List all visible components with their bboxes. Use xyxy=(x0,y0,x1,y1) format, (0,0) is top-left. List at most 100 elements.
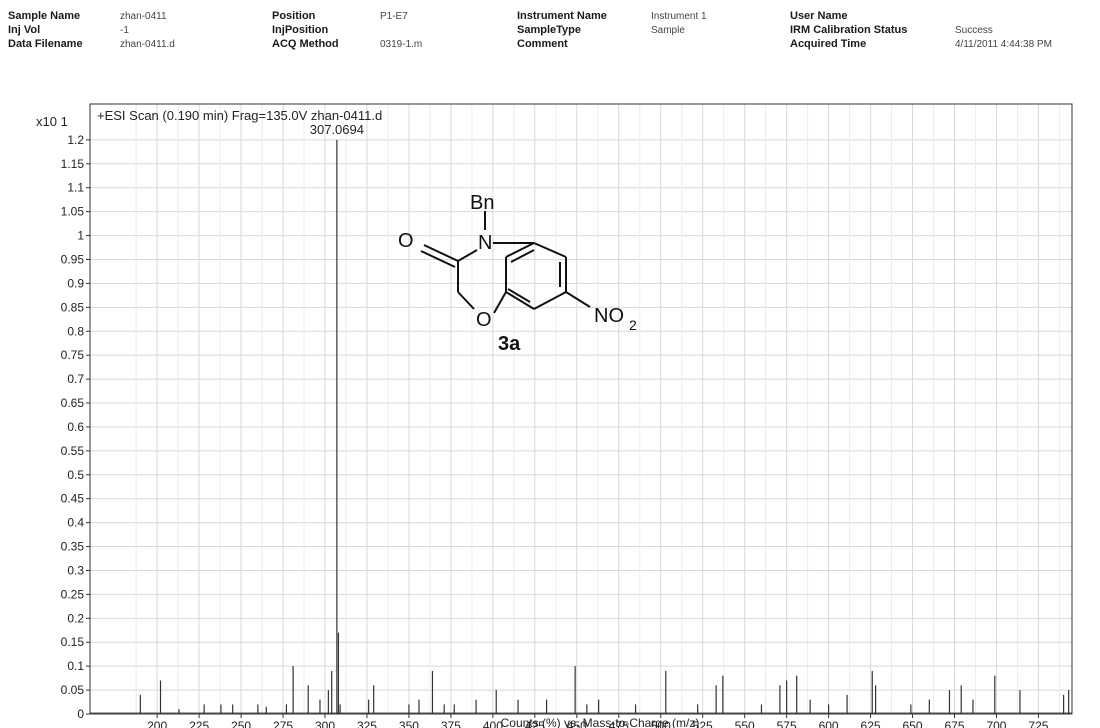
x-tick-label: 725 xyxy=(1028,719,1048,728)
position-value: P1-E7 xyxy=(380,11,408,22)
y-tick-label: 0.1 xyxy=(67,659,84,673)
y-tick-label: 0.2 xyxy=(67,611,84,625)
report-header: Sample Name zhan-0411 Inj Vol -1 Data Fi… xyxy=(0,8,1100,68)
y-tick-label: 0.65 xyxy=(61,396,85,410)
x-tick-label: 675 xyxy=(944,719,964,728)
x-tick-label: 400 xyxy=(483,719,503,728)
y-tick-label: 0.4 xyxy=(67,516,84,530)
sample-name-label: Sample Name xyxy=(8,10,81,22)
y-tick-label: 0.85 xyxy=(61,300,85,314)
acq-method-label: ACQ Method xyxy=(272,38,339,50)
acq-method-value: 0319-1.m xyxy=(380,39,423,50)
bond-ar-3 xyxy=(533,291,567,310)
instrument-name-label: Instrument Name xyxy=(517,10,607,22)
y-tick-label: 0 xyxy=(77,707,84,721)
y-tick-label: 0.7 xyxy=(67,372,84,386)
x-tick-label: 600 xyxy=(819,719,839,728)
n-atom-label: N xyxy=(478,232,492,254)
x-tick-label: 200 xyxy=(147,719,167,728)
sampletype-value: Sample xyxy=(651,25,685,36)
y-tick-label: 1.2 xyxy=(67,133,84,147)
x-axis-label: Counts (%) vs. Mass-to-Charge (m/z) xyxy=(501,716,700,728)
bond-c-o-double xyxy=(423,244,459,262)
no2-label: NO xyxy=(594,305,624,327)
y-tick-label: 1.1 xyxy=(67,181,84,195)
x-tick-label: 425 xyxy=(525,719,545,728)
y-tick-label: 0.55 xyxy=(61,444,85,458)
bond-ch2-o xyxy=(457,291,475,310)
bond-ar-no2 xyxy=(565,291,591,308)
data-filename-value: zhan-0411.d xyxy=(120,39,175,50)
bond-o-ar xyxy=(493,291,507,314)
structure-labels: Bn N O O NO 2 3a xyxy=(398,192,637,355)
x-tick-label: 275 xyxy=(273,719,293,728)
x-tick-label: 700 xyxy=(986,719,1006,728)
y-tick-label: 0.95 xyxy=(61,252,85,266)
bond-ar-4 xyxy=(505,291,535,310)
acquired-time-value: 4/11/2011 4:44:38 PM xyxy=(955,39,1052,50)
y-tick-label: 0.8 xyxy=(67,324,84,338)
y-axis: 0 0.05 0.1 0.15 0.2 0.25 0.3 0.35 0.4 0.45 0.5 0.55… xyxy=(61,133,90,721)
y-tick-label: 0.25 xyxy=(61,587,85,601)
compound-label: 3a xyxy=(498,333,521,355)
bond-ar-4b xyxy=(507,288,531,303)
injposition-label: InjPosition xyxy=(272,24,329,36)
irm-calibration-value: Success xyxy=(955,25,993,36)
bn-label: Bn xyxy=(470,192,494,214)
bond-c-o-double-b xyxy=(420,250,456,268)
x-tick-label: 300 xyxy=(315,719,335,728)
x-tick-label: 650 xyxy=(903,719,923,728)
y-tick-label: 0.45 xyxy=(61,492,85,506)
sample-name-value: zhan-0411 xyxy=(120,11,167,22)
y-tick-label: 1.15 xyxy=(61,157,85,171)
x-tick-label: 500 xyxy=(651,719,671,728)
bond-ar-6 xyxy=(505,242,535,258)
carbonyl-o-label: O xyxy=(398,230,414,252)
y-tick-label: 0.35 xyxy=(61,540,85,554)
ring-o-label: O xyxy=(476,309,492,331)
x-tick-label: 325 xyxy=(357,719,377,728)
x-tick-label: 475 xyxy=(609,719,629,728)
y-tick-label: 0.15 xyxy=(61,635,85,649)
y-tick-label: 1.05 xyxy=(61,205,85,219)
no2-subscript: 2 xyxy=(629,317,637,333)
plot-frame xyxy=(89,103,1073,715)
irm-calibration-label: IRM Calibration Status xyxy=(790,24,908,36)
x-tick-label: 375 xyxy=(441,719,461,728)
y-multiplier: x10 1 xyxy=(36,114,68,129)
x-tick-label: 575 xyxy=(777,719,797,728)
position-label: Position xyxy=(272,10,316,22)
y-tick-label: 0.5 xyxy=(67,468,84,482)
chart-title: +ESI Scan (0.190 min) Frag=135.0V zhan-0… xyxy=(97,108,382,123)
x-tick-label: 350 xyxy=(399,719,419,728)
bond-ar-6b xyxy=(510,249,535,263)
y-tick-label: 1 xyxy=(77,229,84,243)
x-tick-label: 625 xyxy=(861,719,881,728)
sampletype-label: SampleType xyxy=(517,24,581,36)
x-tick-label: 550 xyxy=(735,719,755,728)
y-tick-label: 0.3 xyxy=(67,563,84,577)
peak-annotation-label: 307.0694 xyxy=(310,122,364,137)
x-tick-label: 225 xyxy=(189,719,209,728)
chart-grid xyxy=(90,104,1072,715)
y-tick-label: 0.75 xyxy=(61,348,85,362)
data-filename-label: Data Filename xyxy=(8,38,83,50)
chemical-structure-3a xyxy=(420,211,591,314)
inj-vol-value: -1 xyxy=(120,25,129,36)
bond-n-co xyxy=(457,249,478,262)
acquired-time-label: Acquired Time xyxy=(790,38,867,50)
comment-label: Comment xyxy=(517,38,568,50)
x-axis: 200 225 250 275 300 325 350 375 400 425 450 475 500 5… xyxy=(147,714,1049,728)
bond-ar-1 xyxy=(533,242,567,258)
x-tick-label: 250 xyxy=(231,719,251,728)
user-name-label: User Name xyxy=(790,10,848,22)
instrument-name-value: Instrument 1 xyxy=(651,11,707,22)
peak-series xyxy=(139,139,1070,714)
x-tick-label: 450 xyxy=(567,719,587,728)
x-tick-label: 525 xyxy=(693,719,713,728)
y-tick-label: 0.9 xyxy=(67,276,84,290)
y-tick-label: 0.05 xyxy=(61,683,85,697)
y-tick-label: 0.6 xyxy=(67,420,84,434)
inj-vol-label: Inj Vol xyxy=(8,24,41,36)
